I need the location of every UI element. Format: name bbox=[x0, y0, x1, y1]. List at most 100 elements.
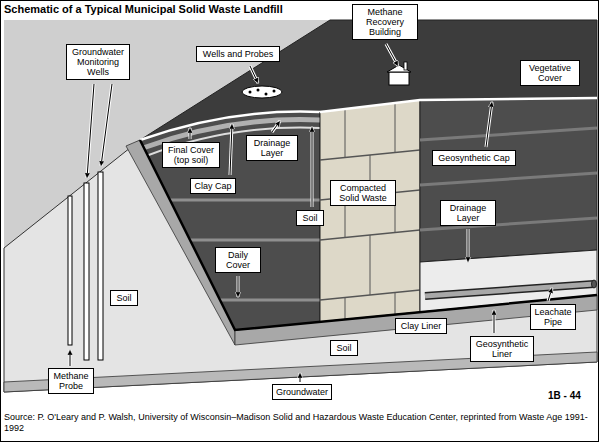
cell-line bbox=[395, 292, 396, 315]
part-label: Drainage Layer bbox=[444, 203, 492, 223]
well-dot bbox=[265, 93, 268, 96]
leader-line bbox=[300, 373, 301, 382]
part-label: Groundwater Monitoring Wells bbox=[70, 47, 126, 77]
clay-liner-wall bbox=[126, 140, 235, 345]
leader-line bbox=[70, 350, 71, 366]
leader-halo bbox=[189, 128, 192, 139]
part-label-box: Soil bbox=[110, 290, 138, 306]
part-label: Soil bbox=[334, 343, 354, 353]
leader-halo bbox=[311, 127, 314, 207]
cell-line bbox=[395, 103, 396, 152]
leader-halo bbox=[101, 84, 112, 166]
leader-halo bbox=[230, 124, 232, 175]
well-dot bbox=[249, 91, 252, 94]
daily-cover-line bbox=[165, 199, 320, 202]
part-label: Soil bbox=[300, 213, 320, 223]
part-label-box: Soil bbox=[296, 210, 324, 226]
part-label-box: Methane Recovery Building bbox=[352, 4, 418, 40]
leader-line bbox=[190, 128, 191, 139]
waste-face bbox=[420, 98, 597, 262]
part-label-box: Groundwater Monitoring Wells bbox=[66, 44, 130, 80]
leader-line bbox=[70, 44, 552, 382]
daily-cover-line bbox=[190, 239, 320, 242]
geosynthetic-cap-line bbox=[320, 98, 597, 112]
part-label: Vegetative Cover bbox=[524, 63, 576, 83]
part-label: Groundwater bbox=[276, 387, 328, 397]
leachate-pipe bbox=[425, 284, 594, 296]
leader-line bbox=[548, 288, 552, 301]
waste-cells bbox=[320, 100, 420, 322]
part-label: Drainage Layer bbox=[250, 138, 294, 158]
part-label-box: Daily Cover bbox=[215, 247, 261, 273]
leader-line bbox=[468, 229, 469, 262]
leader-line bbox=[230, 124, 232, 175]
leader-line bbox=[486, 102, 492, 147]
part-label: Methane Probe bbox=[52, 371, 90, 391]
part-label-box: Leachate Pipe bbox=[530, 304, 576, 330]
part-label: Final Cover (top soil) bbox=[166, 145, 216, 165]
part-label-box: Final Cover (top soil) bbox=[162, 142, 220, 168]
part-label-box: Drainage Layer bbox=[246, 135, 298, 161]
part-label-box: Geosynthetic Cap bbox=[432, 150, 516, 166]
part-label-box: Soil bbox=[330, 340, 358, 356]
wells-patch bbox=[242, 86, 282, 98]
leader-halo bbox=[299, 373, 302, 382]
leader-halo bbox=[467, 229, 470, 262]
leader-line bbox=[238, 276, 239, 297]
leader-halo bbox=[69, 350, 72, 366]
part-label: Daily Cover bbox=[219, 250, 257, 270]
leader-halo bbox=[70, 44, 552, 382]
leader-line bbox=[494, 310, 495, 333]
part-label-box: Drainage Layer bbox=[440, 200, 496, 226]
diagram-title: Schematic of a Typical Municipal Solid W… bbox=[4, 3, 283, 16]
ground-surface bbox=[4, 20, 597, 392]
well-dot bbox=[273, 90, 276, 93]
part-label: Leachate Pipe bbox=[534, 307, 572, 327]
daily-cover-line bbox=[420, 128, 597, 140]
methane-building bbox=[389, 72, 409, 85]
leader-halo bbox=[272, 121, 280, 132]
clay-liner-band bbox=[235, 295, 597, 345]
leader-line bbox=[87, 84, 94, 178]
part-label-box: Clay Cap bbox=[190, 178, 236, 194]
building-vent bbox=[404, 62, 407, 70]
part-label: Geosynthetic Cap bbox=[436, 153, 512, 163]
part-label-box: Wells and Probes bbox=[196, 46, 280, 62]
part-label-box: Methane Probe bbox=[48, 368, 94, 394]
leader-halo bbox=[250, 66, 258, 83]
leader-halo bbox=[493, 310, 496, 333]
part-label: Geosynthetic Liner bbox=[474, 339, 530, 359]
leachate-pipe bbox=[425, 284, 594, 296]
figure-number: 1B - 44 bbox=[548, 390, 581, 402]
part-label-box: Vegetative Cover bbox=[520, 60, 580, 86]
leader-halo bbox=[237, 276, 240, 297]
part-label: Wells and Probes bbox=[200, 49, 276, 59]
cell-line bbox=[345, 298, 346, 320]
monitoring-well bbox=[84, 183, 89, 360]
pipe-end bbox=[592, 280, 597, 288]
part-label-box: Compacted Solid Waste bbox=[330, 180, 396, 206]
part-label: Soil bbox=[114, 293, 134, 303]
monitoring-well bbox=[98, 172, 103, 360]
cell-line bbox=[370, 235, 371, 295]
cell-line bbox=[345, 109, 346, 157]
daily-cover-line bbox=[420, 173, 597, 185]
geosynthetic-liner-line bbox=[140, 140, 597, 330]
part-label-box: Groundwater bbox=[272, 384, 332, 400]
part-label: Clay Liner bbox=[399, 321, 443, 331]
part-label: Methane Recovery Building bbox=[356, 7, 414, 37]
part-label: Compacted Solid Waste bbox=[334, 183, 392, 203]
source-caption: Source: P. O'Leary and P. Walsh, Univers… bbox=[4, 412, 594, 434]
leader-line bbox=[101, 84, 112, 166]
daily-cover-line bbox=[220, 299, 320, 302]
leader-line bbox=[272, 121, 280, 132]
leader-halo bbox=[548, 288, 552, 301]
leader-line bbox=[250, 66, 258, 83]
leader-halo bbox=[486, 102, 492, 147]
leader-halo bbox=[386, 44, 398, 66]
leader-halo bbox=[87, 84, 94, 178]
leader-line bbox=[312, 127, 313, 207]
part-label-box: Geosynthetic Liner bbox=[470, 336, 534, 362]
